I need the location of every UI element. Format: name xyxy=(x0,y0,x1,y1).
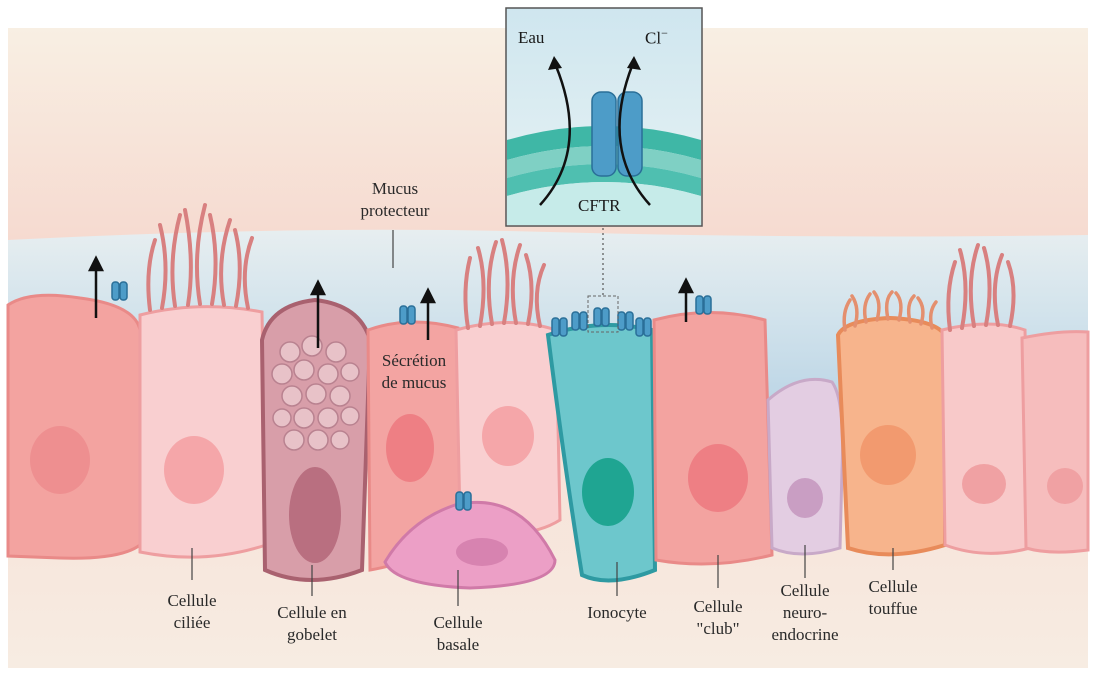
chloride-charge: − xyxy=(661,26,668,40)
nucleus xyxy=(1047,468,1083,504)
cftr-channel-iono-3 xyxy=(594,308,609,326)
label-cellule-basale: Cellule basale xyxy=(408,612,508,656)
cftr-protein-left xyxy=(592,92,616,176)
label-line: Cellule xyxy=(760,580,850,602)
nucleus xyxy=(30,426,90,494)
label-line: endocrine xyxy=(760,624,850,646)
nucleus xyxy=(688,444,748,512)
cftr-channel-iono-4 xyxy=(618,312,633,330)
label-line: "club" xyxy=(668,618,768,640)
cell-neuroendocrine xyxy=(768,379,843,554)
mucus-protecteur-label: Mucus protecteur xyxy=(350,178,440,222)
label-line: Cellule xyxy=(408,612,508,634)
cftr-channel-iono-5 xyxy=(636,318,651,336)
label-line: Ionocyte xyxy=(567,602,667,624)
label-line: Cellule xyxy=(142,590,242,612)
label-line: Mucus xyxy=(350,178,440,200)
nucleus xyxy=(787,478,823,518)
nucleus xyxy=(164,436,224,504)
chloride-symbol: Cl xyxy=(645,29,661,48)
label-ionocyte: Ionocyte xyxy=(567,602,667,624)
nucleus xyxy=(962,464,1006,504)
label-line: Cellule en xyxy=(257,602,367,624)
label-line: basale xyxy=(408,634,508,656)
nucleus xyxy=(289,467,341,563)
cftr-channel-secretory xyxy=(400,306,415,324)
secretion-mucus-label: Sécrétion de mucus xyxy=(364,350,464,394)
label-cellule-club: Cellule "club" xyxy=(668,596,768,640)
label-cellule-gobelet: Cellule en gobelet xyxy=(257,602,367,646)
label-cellule-ciliee: Cellule ciliée xyxy=(142,590,242,634)
nucleus xyxy=(386,414,434,482)
nucleus xyxy=(860,425,916,485)
cftr-channel-left xyxy=(112,282,127,300)
chloride-label: Cl− xyxy=(645,26,668,49)
cftr-channel-club xyxy=(696,296,711,314)
cell-right-ciliee xyxy=(942,324,1030,553)
label-cellule-neuroendocrine: Cellule neuro- endocrine xyxy=(760,580,850,646)
nucleus xyxy=(456,538,508,566)
label-line: touffue xyxy=(848,598,938,620)
cell-club xyxy=(654,313,772,565)
label-line: Sécrétion xyxy=(364,350,464,372)
cftr-channel-basal xyxy=(456,492,471,510)
label-line: ciliée xyxy=(142,612,242,634)
label-cellule-touffue: Cellule touffue xyxy=(848,576,938,620)
label-line: gobelet xyxy=(257,624,367,646)
label-line: de mucus xyxy=(364,372,464,394)
cell-ciliee xyxy=(140,307,266,557)
nucleus xyxy=(482,406,534,466)
water-label: Eau xyxy=(518,28,544,48)
label-line: Cellule xyxy=(668,596,768,618)
nucleus xyxy=(582,458,634,526)
label-line: Cellule xyxy=(848,576,938,598)
cftr-channel-iono-1 xyxy=(552,318,567,336)
label-line: neuro- xyxy=(760,602,850,624)
cftr-channel-iono-2 xyxy=(572,312,587,330)
label-line: protecteur xyxy=(350,200,440,222)
cftr-label: CFTR xyxy=(578,196,621,216)
cell-left-partial xyxy=(8,295,140,558)
cell-right-partial xyxy=(1022,332,1088,552)
